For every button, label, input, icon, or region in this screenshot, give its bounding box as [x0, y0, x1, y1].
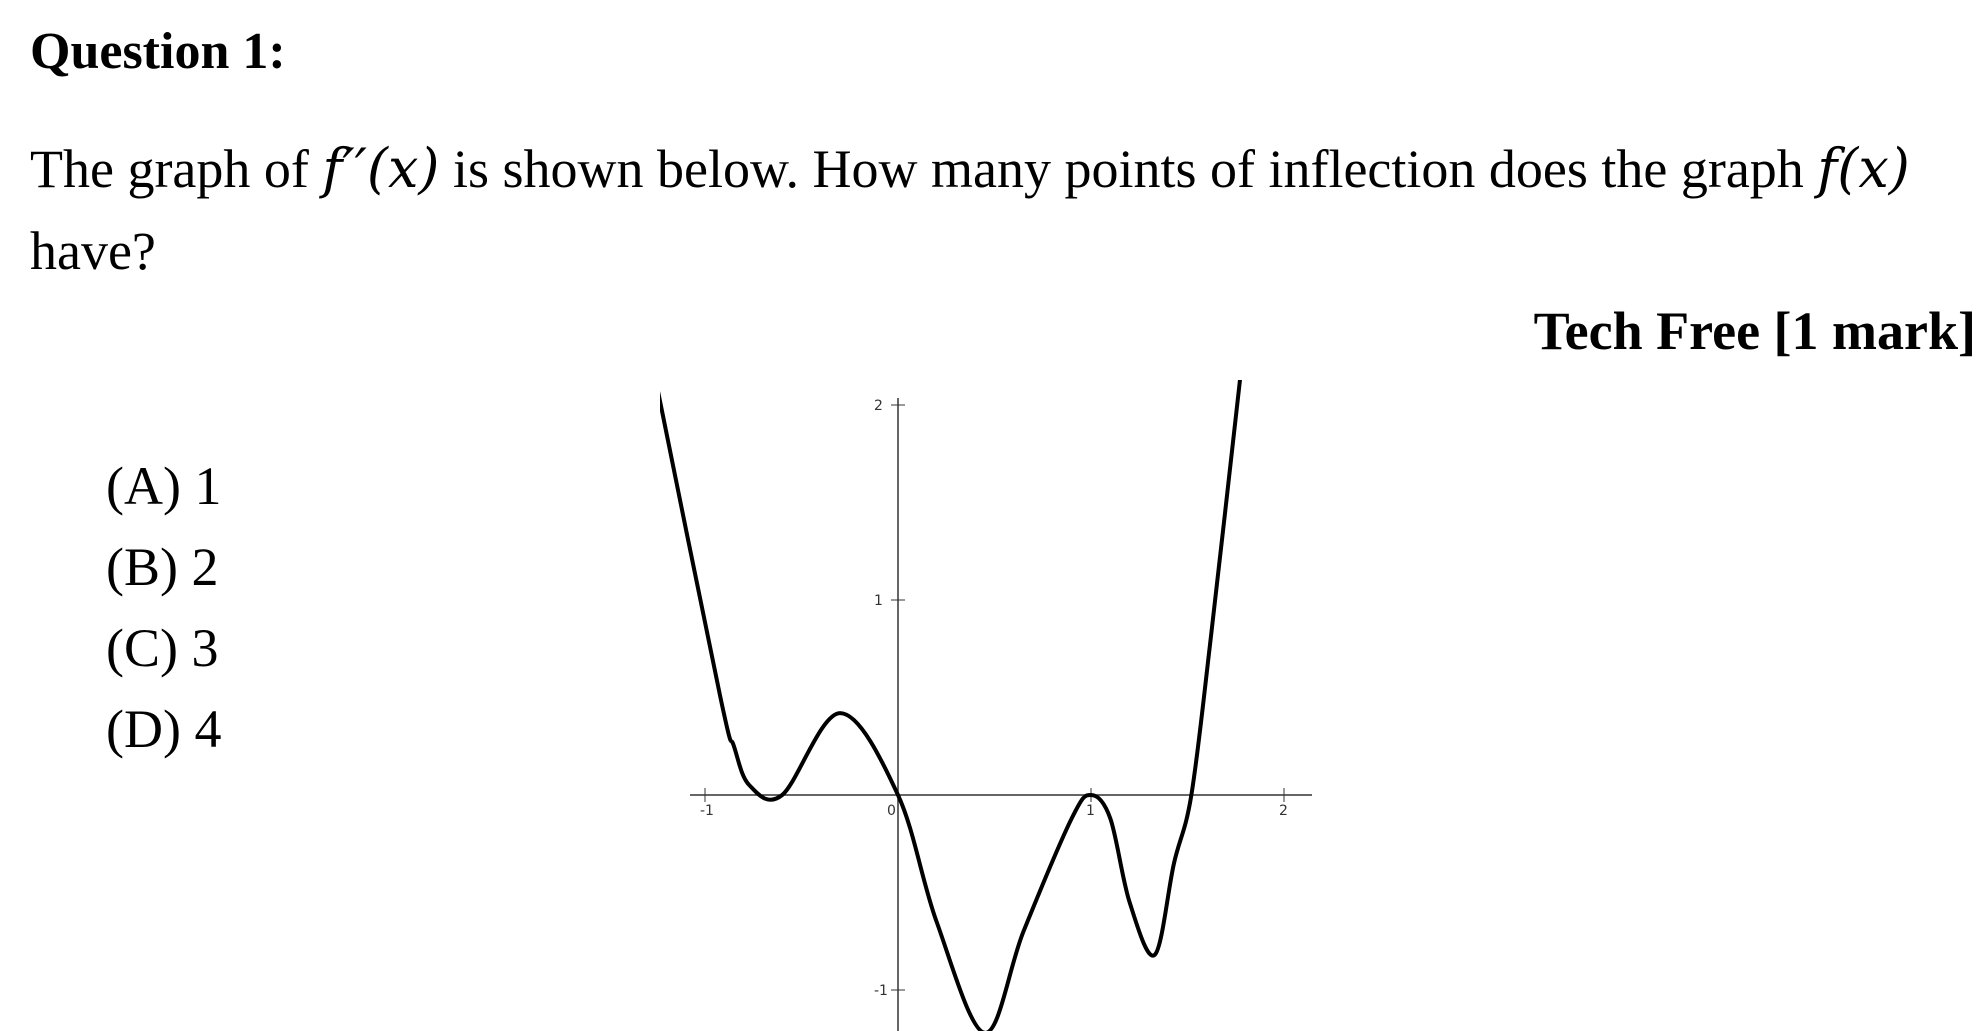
series-line — [660, 380, 1242, 1031]
option-a[interactable]: (A) 1 — [106, 456, 222, 516]
y-tick-label: -1 — [874, 983, 888, 999]
y-tick-label: 1 — [874, 593, 883, 609]
y-tick-label: 2 — [874, 398, 883, 414]
option-c[interactable]: (C) 3 — [106, 618, 219, 678]
x-tick-label: 2 — [1279, 803, 1288, 819]
function-expression: f(x) — [1817, 137, 1910, 200]
marks-label: Tech Free [1 mark] — [1533, 301, 1976, 361]
question-title: Question 1: — [30, 23, 286, 80]
second-derivative-graph: -1 0 1 2 -1 1 2 — [660, 380, 1312, 1031]
answer-options: (A) 1 (B) 2 (C) 3 (D) 4 — [106, 446, 221, 770]
option-b[interactable]: (B) 2 — [106, 537, 219, 597]
x-tick-label: -1 — [700, 803, 714, 819]
second-derivative-expression: f′′(x) — [322, 137, 440, 200]
question-prompt: The graph of f′′(x) is shown below. How … — [30, 137, 1910, 281]
x-tick-label: 0 — [887, 803, 896, 819]
x-tick-label: 1 — [1086, 803, 1095, 819]
option-d[interactable]: (D) 4 — [106, 699, 222, 759]
